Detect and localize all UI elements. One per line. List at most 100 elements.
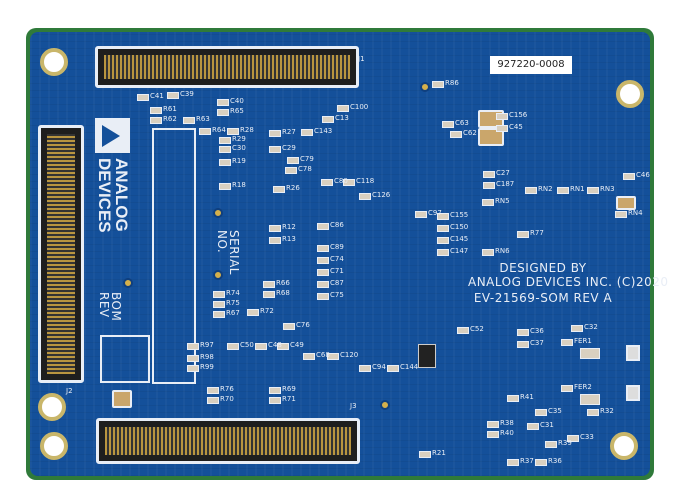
smd-component <box>437 237 449 244</box>
smd-component <box>359 193 371 200</box>
reference-designator: R99 <box>200 363 214 371</box>
smd-component <box>269 397 281 404</box>
reference-designator: C49 <box>290 341 304 349</box>
reference-designator: R29 <box>232 135 246 143</box>
connector-j2-label: J2 <box>66 387 73 395</box>
fer2-bead <box>580 394 600 405</box>
smd-component <box>269 130 281 137</box>
smd-component <box>517 329 529 336</box>
reference-designator: R37 <box>520 457 534 465</box>
reference-designator: C52 <box>470 325 484 333</box>
reference-designator: R76 <box>220 385 234 393</box>
capacitor <box>112 390 132 408</box>
smd-component <box>535 409 547 416</box>
smd-component <box>269 237 281 244</box>
reference-designator: C33 <box>580 433 594 441</box>
capacitor <box>616 196 636 210</box>
reference-designator: C79 <box>300 155 314 163</box>
reference-designator: C63 <box>455 119 469 127</box>
smd-component <box>187 365 199 372</box>
reference-designator: C30 <box>232 144 246 152</box>
serial-number-box <box>152 128 196 384</box>
reference-designator: R13 <box>282 235 296 243</box>
smd-component <box>183 117 195 124</box>
smd-component <box>482 249 494 256</box>
smd-component <box>437 225 449 232</box>
smd-component <box>557 187 569 194</box>
reference-designator: FER1 <box>574 337 592 345</box>
reference-designator: R98 <box>200 353 214 361</box>
smd-component <box>343 179 355 186</box>
reference-designator: C37 <box>530 339 544 347</box>
test-pad <box>626 345 640 361</box>
reference-designator: C147 <box>450 247 469 255</box>
reference-designator: C120 <box>340 351 359 359</box>
tantalum-capacitor <box>478 128 504 146</box>
reference-designator: RN3 <box>600 185 615 193</box>
connector-j3 <box>96 418 360 464</box>
smd-component <box>327 353 339 360</box>
reference-designator: C78 <box>298 165 312 173</box>
reference-designator: R39 <box>558 439 572 447</box>
connector-j1 <box>95 46 359 88</box>
smd-component <box>567 435 579 442</box>
smd-component <box>587 409 599 416</box>
reference-designator: C86 <box>330 221 344 229</box>
smd-component <box>507 395 519 402</box>
smd-component <box>269 387 281 394</box>
reference-designator: C45 <box>509 123 523 131</box>
smd-component <box>482 199 494 206</box>
smd-component <box>517 341 529 348</box>
smd-component <box>167 92 179 99</box>
via <box>380 400 390 410</box>
smd-component <box>285 167 297 174</box>
reference-designator: C155 <box>450 211 469 219</box>
reference-designator: R65 <box>230 107 244 115</box>
reference-designator: R64 <box>212 126 226 134</box>
reference-designator: R38 <box>500 419 514 427</box>
via <box>420 82 430 92</box>
smd-component <box>317 257 329 264</box>
mounting-hole <box>38 393 66 421</box>
via <box>213 270 223 280</box>
smd-component <box>487 421 499 428</box>
reference-designator: C41 <box>150 92 164 100</box>
mounting-hole <box>616 80 644 108</box>
smd-component <box>321 179 333 186</box>
smd-component <box>187 355 199 362</box>
smd-component <box>487 431 499 438</box>
smd-component <box>263 281 275 288</box>
smd-component <box>322 116 334 123</box>
reference-designator: R27 <box>282 128 296 136</box>
reference-designator: FER2 <box>574 383 592 391</box>
smd-component <box>137 94 149 101</box>
smd-component <box>269 225 281 232</box>
reference-designator: C76 <box>296 321 310 329</box>
bom-rev-box <box>100 335 150 383</box>
reference-designator: C71 <box>330 267 344 275</box>
reference-designator: C74 <box>330 255 344 263</box>
part-number-label: 927220-0008 <box>490 56 572 74</box>
smd-component <box>561 385 573 392</box>
reference-designator: C150 <box>450 223 469 231</box>
smd-component <box>587 187 599 194</box>
smd-component <box>219 183 231 190</box>
smd-component <box>187 343 199 350</box>
smd-component <box>545 441 557 448</box>
reference-designator: C118 <box>356 177 375 185</box>
reference-designator: R72 <box>260 307 274 315</box>
smd-component <box>442 121 454 128</box>
smd-component <box>317 281 329 288</box>
reference-designator: C36 <box>530 327 544 335</box>
reference-designator: R66 <box>276 279 290 287</box>
smd-component <box>207 397 219 404</box>
reference-designator: R71 <box>282 395 296 403</box>
smd-component <box>623 173 635 180</box>
test-pad <box>626 385 640 401</box>
smd-component <box>525 187 537 194</box>
smd-component <box>303 353 315 360</box>
reference-designator: C94 <box>372 363 386 371</box>
reference-designator: C187 <box>496 180 515 188</box>
reference-designator: R70 <box>220 395 234 403</box>
smd-component <box>359 365 371 372</box>
